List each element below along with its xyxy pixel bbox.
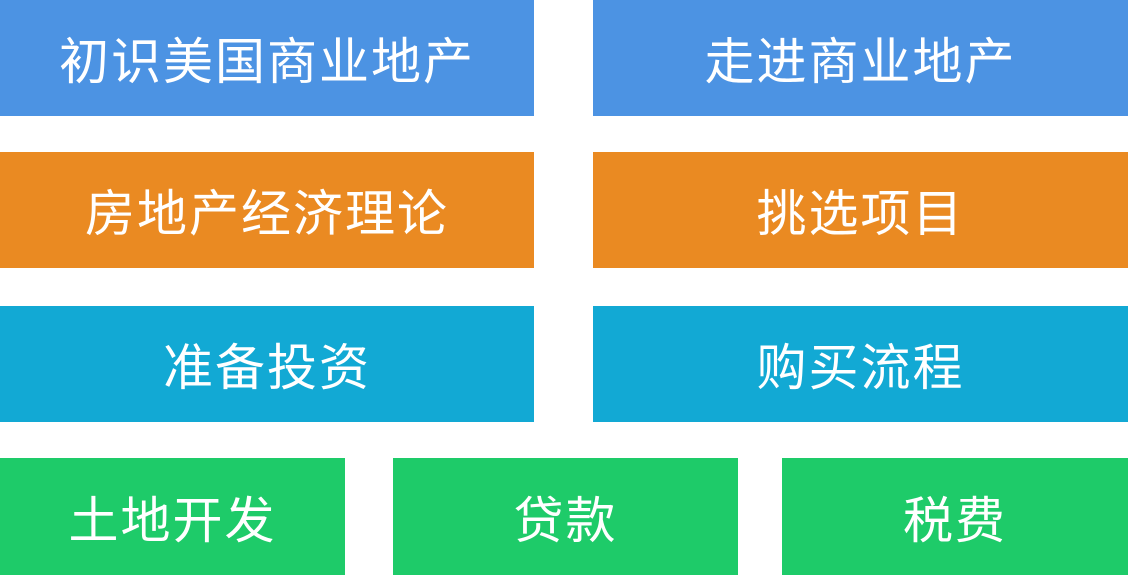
tile-enter-commercial-real-estate: 走进商业地产	[593, 0, 1128, 116]
tile-label: 购买流程	[756, 339, 965, 397]
tile-label: 走进商业地产	[704, 33, 1017, 91]
tile-select-project: 挑选项目	[593, 152, 1128, 268]
tile-label: 房地产经济理论	[85, 185, 449, 243]
tile-label: 准备投资	[163, 339, 371, 397]
tile-purchase-process: 购买流程	[593, 306, 1128, 422]
tile-loans: 贷款	[393, 458, 738, 575]
tile-intro-us-commercial-real-estate: 初识美国商业地产	[0, 0, 534, 116]
tile-taxes-fees: 税费	[782, 458, 1128, 575]
tile-label: 挑选项目	[756, 185, 965, 243]
tile-label: 初识美国商业地产	[59, 33, 475, 91]
tile-prepare-investment: 准备投资	[0, 306, 534, 422]
tile-label: 贷款	[513, 491, 618, 550]
tile-label: 土地开发	[68, 491, 277, 550]
tile-label: 税费	[903, 491, 1007, 550]
tile-real-estate-economics: 房地产经济理论	[0, 152, 534, 268]
tile-land-development: 土地开发	[0, 458, 345, 575]
